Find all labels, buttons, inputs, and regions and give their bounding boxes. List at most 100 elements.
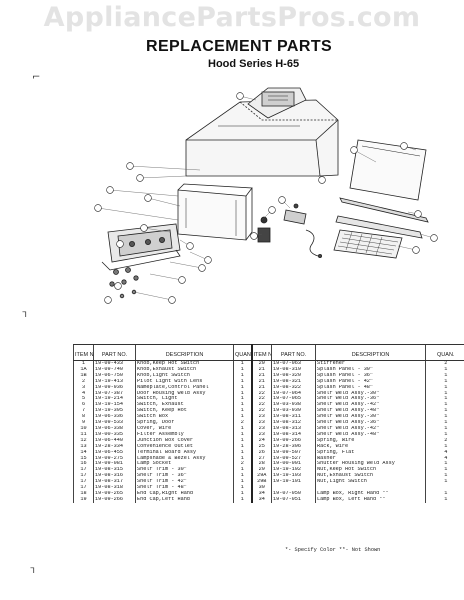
right-cell-desc: Nut,Light Switch (315, 479, 426, 486)
left-cell-qty: 1 (233, 366, 252, 373)
left-cell-qty: 1 (233, 414, 252, 421)
right-cell-qty: 1 (425, 378, 464, 385)
left-cell-part: 19-19-154 (93, 402, 136, 409)
left-cell-item: 17 (73, 467, 94, 474)
left-cell-desc: Lampshade & Bezel Assy (135, 455, 234, 462)
left-cell-desc: Nameplate,Control Panel (135, 384, 234, 391)
right-cell-item: 21 (250, 372, 272, 379)
left-cell-item: 3 (73, 384, 94, 391)
header-item-no: ITEM NO. (73, 344, 94, 361)
right-cell-qty: 1 (425, 425, 464, 432)
parts-table: ITEM NO. PART NO. DESCRIPTION QUAN. ITEM… (73, 344, 464, 559)
right-cell-part: 19-08-319 (271, 366, 316, 373)
left-cell-item: 1 (73, 360, 94, 367)
right-cell-qty: 1 (425, 467, 464, 474)
right-cell-part: 19-19-102 (271, 467, 316, 474)
left-cell-desc: Switch, Keep Hot (135, 408, 234, 415)
right-cell-part: 19-03-938 (271, 402, 316, 409)
left-cell-desc: Door Housing Weld Assy (135, 390, 234, 397)
right-cell-item: 29 (250, 467, 272, 474)
right-cell-desc: Shelf Weld Assy.-42" (315, 425, 426, 432)
right-cell-part: 19-07-063 (271, 360, 316, 367)
left-cell-part: 19-08-317 (93, 479, 136, 486)
right-cell-item: 22 (250, 396, 272, 403)
right-cell-part: 19-09-527 (271, 455, 316, 462)
right-cell-qty: 2 (425, 437, 464, 444)
left-cell-part: 19-09-275 (93, 455, 136, 462)
right-cell-qty: 2 (425, 360, 464, 367)
left-cell-part: 19-19-413 (93, 378, 136, 385)
right-cell-part: 19-07-064 (271, 390, 316, 397)
right-cell-item: 22 (250, 408, 272, 415)
left-cell-desc: End Cap,Left Hand (135, 496, 234, 503)
right-cell-qty: 1 (425, 496, 464, 503)
right-cell-item: 28 (250, 461, 272, 468)
left-cell-qty: 1 (233, 425, 252, 432)
scan-mark-top: ⌐ (32, 72, 41, 83)
right-cell-part: 19-07-051 (271, 496, 316, 503)
left-cell-desc: Pilot Light with Lens (135, 378, 234, 385)
left-cell-qty: 1 (233, 431, 252, 438)
right-cell-desc (315, 485, 426, 491)
right-cell-part: 19-08-311 (271, 414, 316, 421)
right-cell-item: 21 (250, 366, 272, 373)
right-cell-part: 19-09-507 (271, 449, 316, 456)
left-cell-desc: Shelf Trim - 42" (135, 479, 234, 486)
right-cell-item: 23 (250, 431, 272, 438)
left-cell-qty: 1 (233, 467, 252, 474)
left-cell-desc: Switch, Light (135, 396, 234, 403)
left-cell-qty: 1 (233, 479, 252, 486)
right-cell-desc: Shelf Weld Assy.-30" (315, 414, 426, 421)
right-cell-item: 22 (250, 390, 272, 397)
left-cell-qty: 1 (233, 449, 252, 456)
left-cell-part: 19-19-395 (93, 408, 136, 415)
left-cell-item: 13 (73, 443, 94, 450)
left-cell-part: 19-06-336 (93, 414, 136, 421)
right-cell-part: 19-08-322 (271, 384, 316, 391)
exploded-parts-diagram (94, 87, 438, 304)
left-cell-item: 17 (73, 485, 94, 491)
left-cell-qty: 1 (233, 490, 252, 497)
left-cell-part: 19-07-387 (93, 390, 136, 397)
page-title: REPLACEMENT PARTS (146, 38, 333, 55)
left-cell-qty: 2 (233, 461, 252, 468)
left-cell-part: 19-09-081 (93, 461, 136, 468)
scan-mark-bottom: ᒣ (30, 566, 35, 575)
right-cell-qty: 1 (425, 402, 464, 409)
left-cell-desc: Terminal Board Assy (135, 449, 234, 456)
left-cell-qty: 1 (233, 455, 252, 462)
left-cell-qty: 1 (233, 443, 252, 450)
right-cell-qty: 1 (425, 366, 464, 373)
left-cell-qty: 1 (233, 390, 252, 397)
left-cell-part: 19-09-266 (93, 496, 136, 503)
left-cell-item: 6 (73, 402, 94, 409)
right-cell-part: 19-00-001 (271, 461, 316, 468)
right-cell-item: 26 (250, 449, 272, 456)
right-cell-part: 19-07-050 (271, 490, 316, 497)
right-cell-desc: Spring, Flat (315, 449, 426, 456)
left-cell-desc: Shelf Trim - 48" (135, 485, 234, 491)
left-cell-qty: 1 (233, 384, 252, 391)
right-cell-part: 19-08-321 (271, 378, 316, 385)
page-subtitle: Hood Series H-65 (208, 58, 300, 70)
right-cell-item: 24 (250, 437, 272, 444)
right-cell-desc: Stiffener (315, 360, 426, 367)
left-cell-desc: Cover, Wire (135, 425, 234, 432)
right-cell-desc: Splash Panel - 48" (315, 384, 426, 391)
left-cell-qty: 1 (233, 360, 252, 367)
right-cell-part (271, 485, 316, 491)
right-cell-item: 29B (250, 479, 272, 486)
right-cell-item: 27 (250, 455, 272, 462)
right-cell-qty: 1 (425, 479, 464, 486)
left-cell-item: 19 (73, 496, 94, 503)
left-cell-desc: Switch, Exhaust (135, 402, 234, 409)
right-cell-qty: 1 (425, 461, 464, 468)
